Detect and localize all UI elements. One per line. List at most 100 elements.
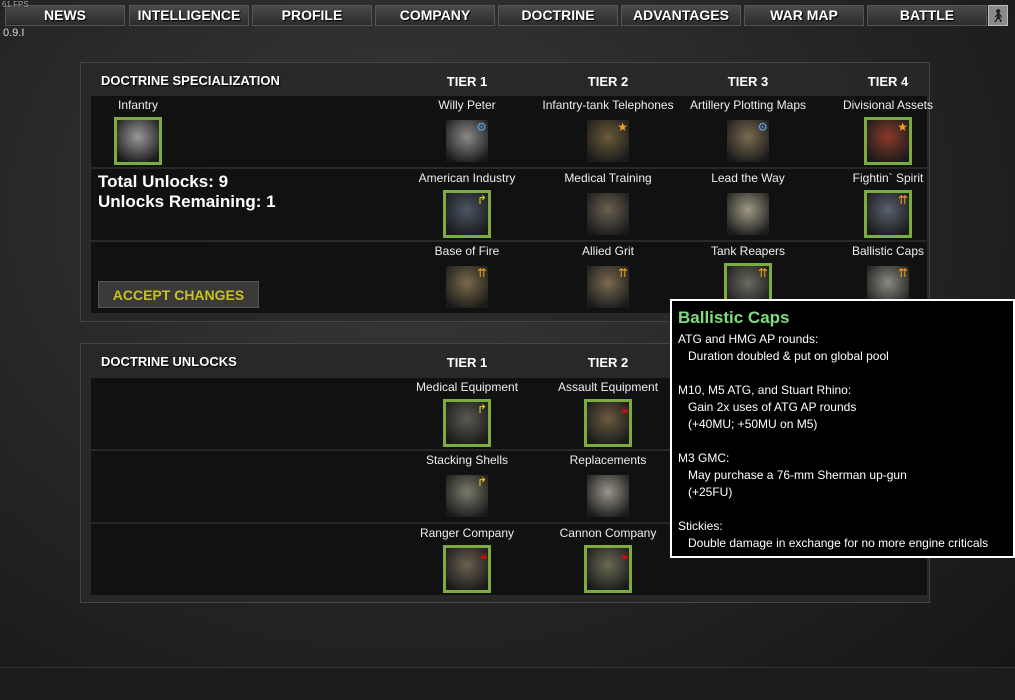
ability-icon[interactable]	[584, 190, 632, 238]
tier-header: TIER 2	[587, 74, 629, 89]
unlocks-remaining: Unlocks Remaining: 1	[98, 192, 276, 211]
nav-news[interactable]: NEWS	[5, 5, 125, 26]
lock-icon: 🔒︎	[480, 548, 487, 562]
item-label: Fightin` Spirit	[852, 171, 924, 185]
tooltip-title: Ballistic Caps	[678, 308, 790, 327]
ability-icon[interactable]: ↱	[443, 190, 491, 238]
nav-intelligence[interactable]: INTELLIGENCE	[129, 5, 249, 26]
doctrine-item[interactable]: Divisional Assets ★	[818, 97, 958, 165]
doctrine-item[interactable]: Medical Training	[538, 170, 678, 238]
arrow-icon: ↱	[476, 475, 487, 489]
tooltip-line: May purchase a 76-mm Sherman up-gun	[678, 468, 907, 482]
ability-icon[interactable]: ⇈	[584, 263, 632, 311]
doctrine-item[interactable]: Lead the Way	[678, 170, 818, 238]
version-label: 0.9.I	[3, 27, 25, 39]
tooltip-line: Gain 2x uses of ATG AP rounds	[678, 400, 857, 414]
tier-header: TIER 2	[587, 355, 629, 370]
ability-icon[interactable]: ★	[864, 117, 912, 165]
tooltip-line	[678, 365, 1007, 382]
panel-title: DOCTRINE SPECIALIZATION	[101, 73, 280, 88]
doctrine-row	[91, 96, 927, 167]
item-label: Lead the Way	[711, 171, 785, 185]
doctrine-item[interactable]: Allied Grit ⇈	[538, 243, 678, 311]
lock-icon: 🔒︎	[621, 402, 628, 416]
ability-icon[interactable]: ⚙	[724, 117, 772, 165]
item-label: American Industry	[418, 171, 516, 185]
item-label: Ballistic Caps	[851, 244, 925, 258]
doctrine-item[interactable]: Willy Peter ⚙	[397, 97, 537, 165]
item-label: Medical Equipment	[415, 380, 519, 394]
ability-icon[interactable]: ⚙	[443, 117, 491, 165]
item-label: Cannon Company	[559, 526, 657, 540]
doctrine-specialization-panel: DOCTRINE SPECIALIZATION TIER 1 TIER 2 TIER…	[80, 62, 933, 322]
star-icon: ★	[897, 120, 908, 134]
ability-icon[interactable]: 🔒︎	[584, 545, 632, 593]
fps-counter: 61 FPS	[2, 0, 29, 9]
doctrine-infantry[interactable]: Infantry	[68, 97, 208, 165]
tooltip-line: Duration doubled & put on global pool	[678, 349, 889, 363]
ability-icon[interactable]: ⇈	[443, 263, 491, 311]
gear-icon: ⚙	[476, 120, 487, 134]
tier-header: TIER 4	[867, 74, 909, 89]
nav-war-map[interactable]: WAR MAP	[744, 5, 864, 26]
tooltip: Ballistic Caps ATG and HMG AP rounds: Du…	[670, 299, 1015, 558]
nav-company[interactable]: COMPANY	[375, 5, 495, 26]
doctrine-item[interactable]: Stacking Shells ↱	[397, 452, 537, 520]
soldier-icon[interactable]: 🚶︎	[988, 5, 1008, 26]
ability-icon[interactable]: ↱	[443, 399, 491, 447]
doctrine-item[interactable]: Assault Equipment 🔒︎	[538, 379, 678, 447]
panel-title: DOCTRINE UNLOCKS	[101, 354, 237, 369]
doctrine-item[interactable]: Medical Equipment ↱	[397, 379, 537, 447]
arrow-icon: ↱	[476, 193, 487, 207]
item-label: Ranger Company	[419, 526, 515, 540]
ability-icon[interactable]	[114, 117, 162, 165]
doctrine-row	[91, 169, 927, 240]
item-label: Base of Fire	[434, 244, 500, 258]
nav-doctrine[interactable]: DOCTRINE	[498, 5, 618, 26]
doctrine-item[interactable]: Cannon Company 🔒︎	[538, 525, 678, 593]
total-unlocks: Total Unlocks: 9	[98, 172, 229, 191]
tooltip-line: M3 GMC:	[678, 451, 730, 465]
tooltip-line: Stickies:	[678, 519, 723, 533]
item-label: Divisional Assets	[842, 98, 934, 112]
tooltip-line: ATG and HMG AP rounds:	[678, 332, 819, 346]
nav-advantages[interactable]: ADVANTAGES	[621, 5, 741, 26]
arrow-icon: ⇈	[617, 266, 628, 280]
ability-icon[interactable]: 🔒︎	[584, 399, 632, 447]
arrow-icon: ⇈	[897, 193, 908, 207]
arrow-icon: ⇈	[476, 266, 487, 280]
item-label: Replacements	[569, 453, 647, 467]
tier-header: TIER 1	[446, 74, 488, 89]
ability-icon[interactable]: ↱	[443, 472, 491, 520]
doctrine-item[interactable]: Artillery Plotting Maps ⚙	[678, 97, 818, 165]
ability-icon[interactable]	[584, 472, 632, 520]
item-label: Infantry-tank Telephones	[542, 98, 674, 112]
item-label: Medical Training	[564, 171, 652, 185]
item-label: Allied Grit	[581, 244, 634, 258]
doctrine-item[interactable]: Replacements	[538, 452, 678, 520]
ability-icon[interactable]: ★	[584, 117, 632, 165]
star-icon: ★	[617, 120, 628, 134]
item-label: Stacking Shells	[425, 453, 509, 467]
doctrine-item[interactable]: Base of Fire ⇈	[397, 243, 537, 311]
item-label: Tank Reapers	[710, 244, 786, 258]
tooltip-line: Double damage in exchange for no more en…	[678, 536, 989, 550]
tier-header: TIER 1	[446, 355, 488, 370]
lock-icon: 🔒︎	[621, 548, 628, 562]
arrow-icon: ↱	[476, 402, 487, 416]
accept-changes-button[interactable]: ACCEPT CHANGES	[98, 281, 259, 308]
bottom-bar	[0, 667, 1015, 700]
nav-battle[interactable]: BATTLE	[867, 5, 987, 26]
item-label: Artillery Plotting Maps	[689, 98, 807, 112]
doctrine-item[interactable]: Fightin` Spirit ⇈	[818, 170, 958, 238]
doctrine-item[interactable]: American Industry ↱	[397, 170, 537, 238]
doctrine-item[interactable]: Ranger Company 🔒︎	[397, 525, 537, 593]
ability-icon[interactable]: ⇈	[864, 190, 912, 238]
ability-icon[interactable]	[724, 190, 772, 238]
nav-profile[interactable]: PROFILE	[252, 5, 372, 26]
tooltip-line	[678, 501, 1007, 518]
item-label: Assault Equipment	[557, 380, 659, 394]
item-label: Willy Peter	[438, 98, 496, 112]
doctrine-item[interactable]: Infantry-tank Telephones ★	[538, 97, 678, 165]
ability-icon[interactable]: 🔒︎	[443, 545, 491, 593]
